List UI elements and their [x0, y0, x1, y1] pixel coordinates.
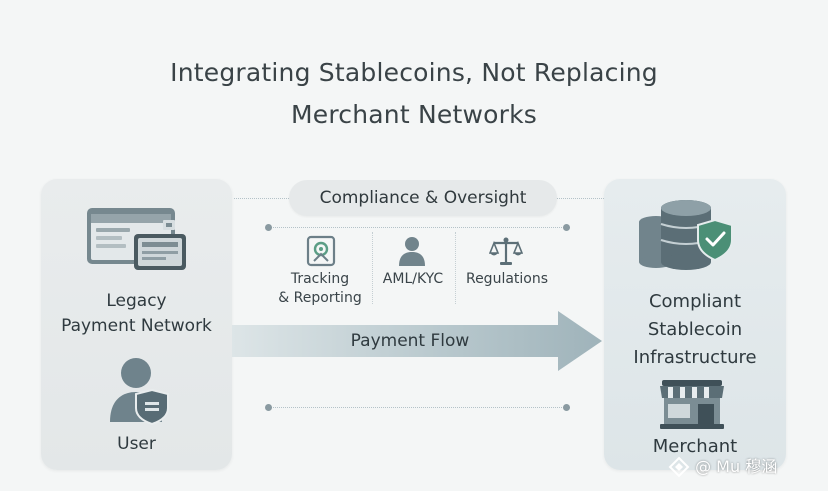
legacy-label-line-1: Legacy — [106, 291, 167, 311]
dot-lower-left — [265, 404, 272, 411]
tracking-icon — [306, 235, 336, 267]
diagram-title: Integrating Stablecoins, Not Replacing M… — [0, 52, 828, 136]
compliance-oversight-pill: Compliance & Oversight — [289, 180, 557, 216]
legacy-label-line-2: Payment Network — [61, 316, 212, 336]
tracking-label: Tracking & Reporting — [270, 270, 370, 308]
dotted-line-upper — [268, 227, 570, 228]
legacy-network-label: Legacy Payment Network — [41, 289, 232, 339]
divider-left — [372, 232, 373, 304]
dotted-line-lower — [268, 407, 570, 408]
compliant-infra-label: Compliant Stablecoin Infrastructure — [604, 288, 786, 372]
watermark-logo-icon — [668, 456, 690, 477]
regulations-label: Regulations — [465, 271, 549, 287]
payment-flow-arrow — [232, 311, 602, 371]
storefront-icon — [660, 380, 724, 429]
dot-upper-right — [563, 224, 570, 231]
title-line-1: Integrating Stablecoins, Not Replacing — [170, 58, 658, 87]
user-label: User — [117, 434, 156, 454]
title-line-2: Merchant Networks — [291, 100, 537, 129]
watermark: @ Mu 穆涵 — [668, 452, 828, 480]
merchant-label: Merchant — [652, 436, 738, 457]
tracking-label-line-2: & Reporting — [278, 290, 362, 306]
payment-flow-label: Payment Flow — [350, 331, 470, 351]
infra-label-line-2: Stablecoin — [647, 319, 743, 340]
scales-icon — [489, 237, 523, 265]
payment-terminal-icon — [87, 208, 186, 270]
dot-upper-left — [265, 224, 272, 231]
tracking-label-line-1: Tracking — [290, 271, 350, 287]
divider-right — [455, 232, 456, 304]
watermark-text: @ Mu 穆涵 — [695, 456, 778, 476]
dot-lower-right — [563, 404, 570, 411]
connector-line-top-left — [234, 198, 289, 199]
user-shield-icon — [110, 358, 169, 426]
infra-label-line-3: Infrastructure — [633, 347, 757, 368]
infra-label-line-1: Compliant — [648, 291, 742, 312]
aml-kyc-label: AML/KYC — [382, 271, 444, 287]
database-shield-icon — [639, 200, 733, 270]
person-icon — [399, 237, 425, 266]
connector-line-top-right — [557, 198, 604, 199]
